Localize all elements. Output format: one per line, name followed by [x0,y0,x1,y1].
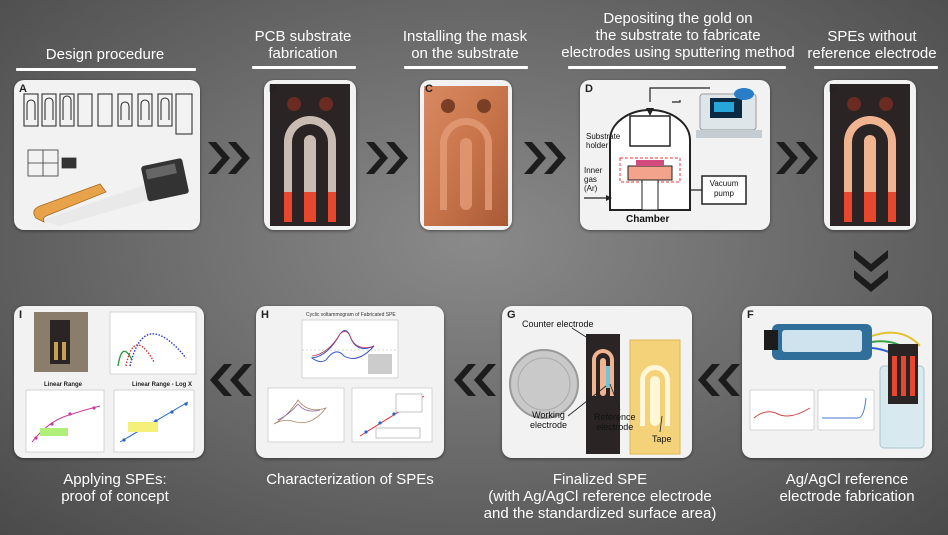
chevron-left-icon [698,364,740,396]
chevron-right-icon [524,142,566,174]
chevron-left-icon [454,364,496,396]
characterization-plots [267,319,433,443]
label-vacuum-pump: Vacuum pump [709,179,739,198]
finalized-spe-image [509,327,681,455]
label-reference-electrode: Reference electrode [594,412,636,432]
label-linear-range: Linear Range [44,382,83,388]
title-mask: Installing the mask on the substrate [402,28,528,62]
panel-design: A [14,80,200,230]
chevron-right-icon [776,142,818,174]
panel-label: C [425,83,433,95]
title-applying: Applying SPEs: proof of concept [61,471,169,505]
panel-pcb-substrate: B [264,80,356,230]
panel-characterization: H Cyclic voltammogram of Fabricated SPE [256,306,444,458]
panel-agagcl-fabrication: F [742,306,932,458]
label-substrate-holder: Substrate holder [586,132,621,150]
pcb-board-image [270,84,350,226]
chevron-down-icon [854,250,888,292]
title-agagcl: Ag/AgCl reference electrode fabrication [779,471,915,505]
title-characterization: Characterization of SPEs [266,471,434,488]
title-spes: SPEs without reference electrode [807,28,937,62]
potentiostat-setup [749,324,925,449]
label-chamber: Chamber [626,214,670,225]
sputtering-schematic [584,87,762,211]
chevron-left-icon [210,364,252,396]
title-underline [252,66,356,69]
application-plots [25,311,197,453]
label-inner-gas: Inner gas (Ar) [584,166,603,193]
label-linear-range-log: Linear Range - Log X [132,382,193,388]
cv-plot-title: Cyclic voltammogram of Fabricated SPE [306,312,396,318]
design-drawings [23,93,193,226]
title-pcb: PCB substrate fabrication [254,28,352,62]
panel-applying: I Linear Range Linear Range - Log X [14,306,204,458]
chevron-right-icon [208,142,250,174]
title-underline [814,66,938,69]
title-underline [568,66,786,69]
panel-label: D [585,83,593,95]
panel-label: B [269,83,277,95]
title-sputter: Depositing the gold on the substrate to … [561,10,795,61]
panel-spes-no-reference: E [824,80,916,230]
title-finalized: Finalized SPE (with Ag/AgCl reference el… [483,471,717,522]
spe-board-image [830,84,910,226]
label-working-electrode: Working electrode [530,410,568,430]
panel-sputtering: D Substrate holder Inner gas (Ar) Vacuum… [580,80,770,230]
panel-label: H [261,309,269,321]
label-counter-electrode: Counter electrode [522,319,594,329]
panel-finalized-spe: G Counter electrode Working electrode Re… [502,306,692,458]
title-underline [404,66,528,69]
panel-label: G [507,309,516,321]
panel-label: E [829,83,837,95]
title-design: Design procedure [45,46,165,63]
panel-label: A [19,83,27,95]
chevron-right-icon [366,142,408,174]
label-tape: Tape [652,434,672,444]
title-underline [16,68,196,71]
panel-mask: C [420,80,512,230]
panel-label: I [19,309,23,321]
panel-label: F [747,309,754,321]
mask-image [424,86,508,226]
